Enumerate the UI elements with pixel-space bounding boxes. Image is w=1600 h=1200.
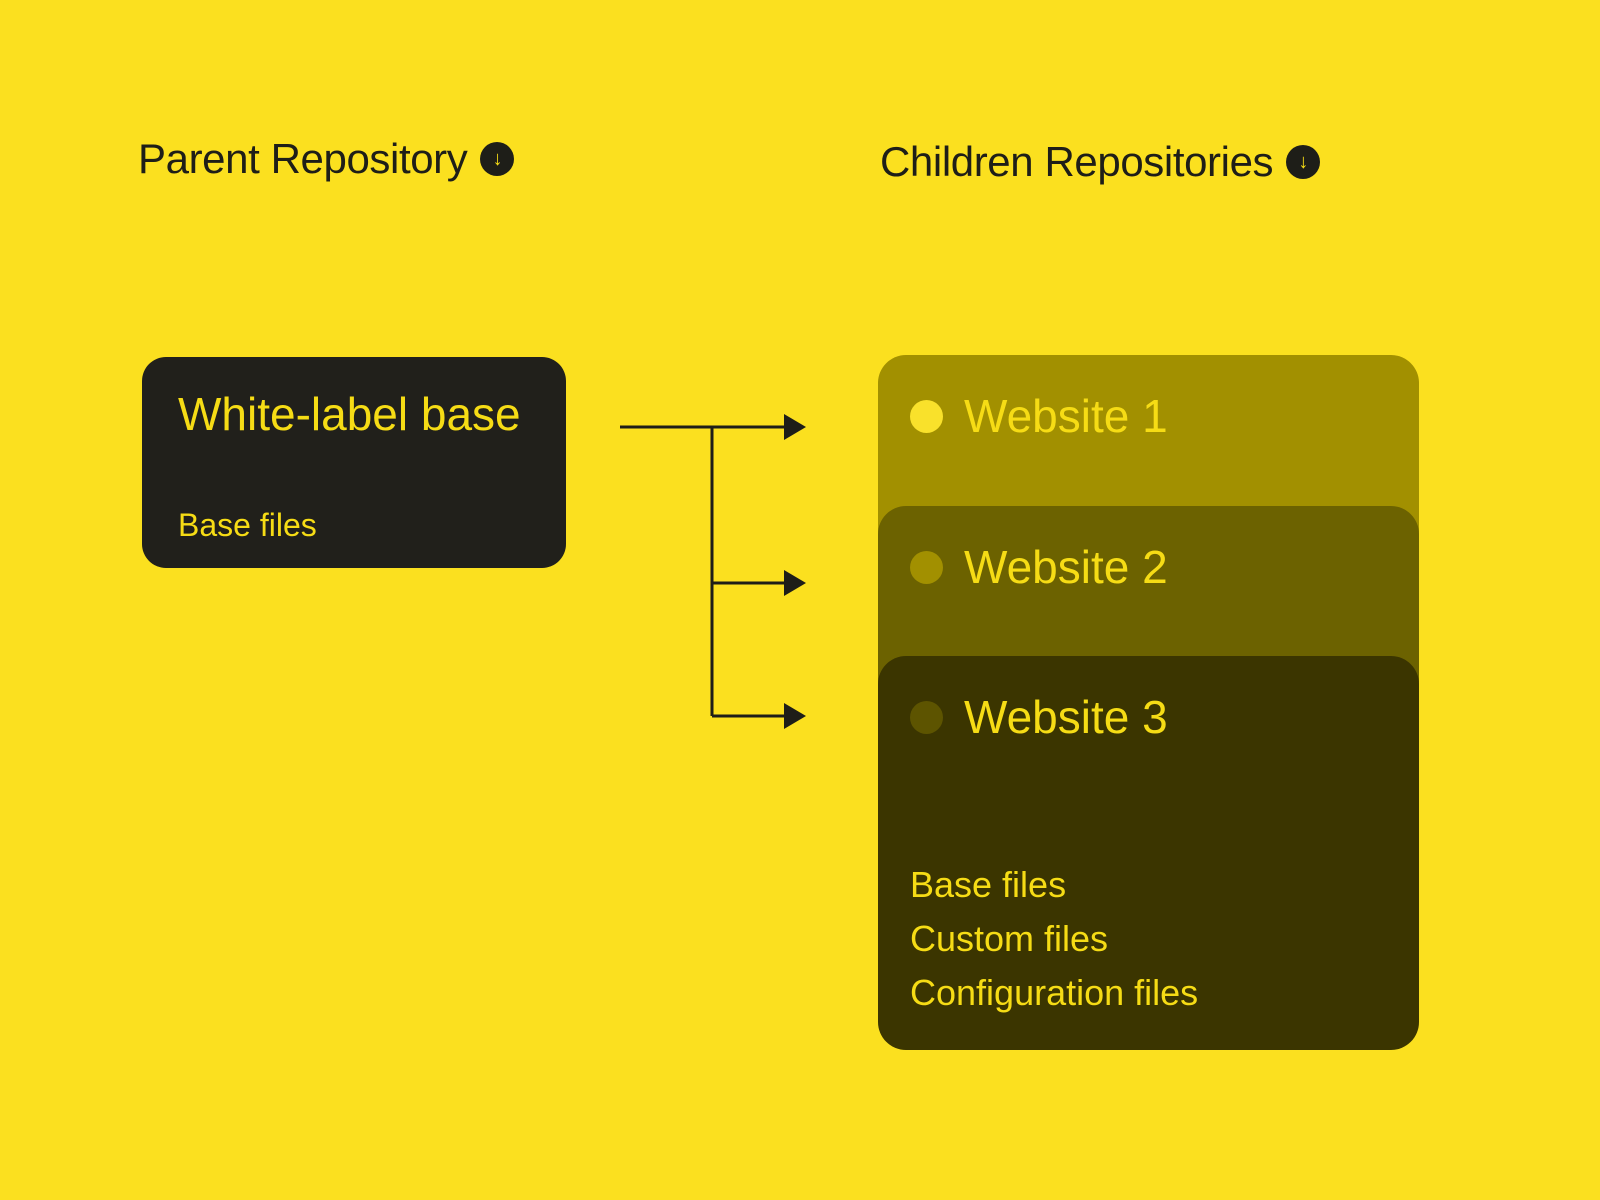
arrowhead-icon <box>784 414 806 440</box>
down-arrow-icon: ↓ <box>1286 145 1321 179</box>
website-3-label: Website 3 <box>964 691 1168 743</box>
website-1-bullet-icon <box>910 399 943 433</box>
down-arrow-icon: ↓ <box>480 142 515 176</box>
website-1-row: Website 1 <box>878 355 1419 439</box>
children-repositories-title-label: Children Repositories <box>880 138 1274 185</box>
white-label-base-label: White-label base <box>178 388 521 440</box>
website-3-box: Website 3 Base files Custom files Config… <box>878 656 1419 1050</box>
parent-repository-title: Parent Repository ↓ <box>138 135 515 182</box>
website-3-file-list: Base files Custom files Configuration fi… <box>910 858 1198 1020</box>
parent-repository-title-label: Parent Repository <box>138 135 468 182</box>
down-arrow-glyph: ↓ <box>1298 151 1308 173</box>
file-list-item: Base files <box>910 864 1067 905</box>
website-2-row: Website 2 <box>878 506 1419 590</box>
website-3-row: Website 3 <box>878 656 1419 740</box>
file-list-item: Custom files <box>910 918 1109 959</box>
website-3-bullet-icon <box>910 700 943 734</box>
website-2-label: Website 2 <box>964 541 1168 593</box>
website-2-bullet-icon <box>910 550 943 584</box>
file-list-item: Configuration files <box>910 972 1199 1013</box>
children-repositories-title: Children Repositories ↓ <box>880 138 1321 185</box>
white-label-base-box: White-label base Base files <box>142 357 566 568</box>
down-arrow-glyph: ↓ <box>492 148 503 170</box>
arrowhead-icon <box>784 570 806 596</box>
base-files-label: Base files <box>178 507 317 543</box>
website-1-label: Website 1 <box>964 390 1168 442</box>
arrowhead-icon <box>784 703 806 729</box>
